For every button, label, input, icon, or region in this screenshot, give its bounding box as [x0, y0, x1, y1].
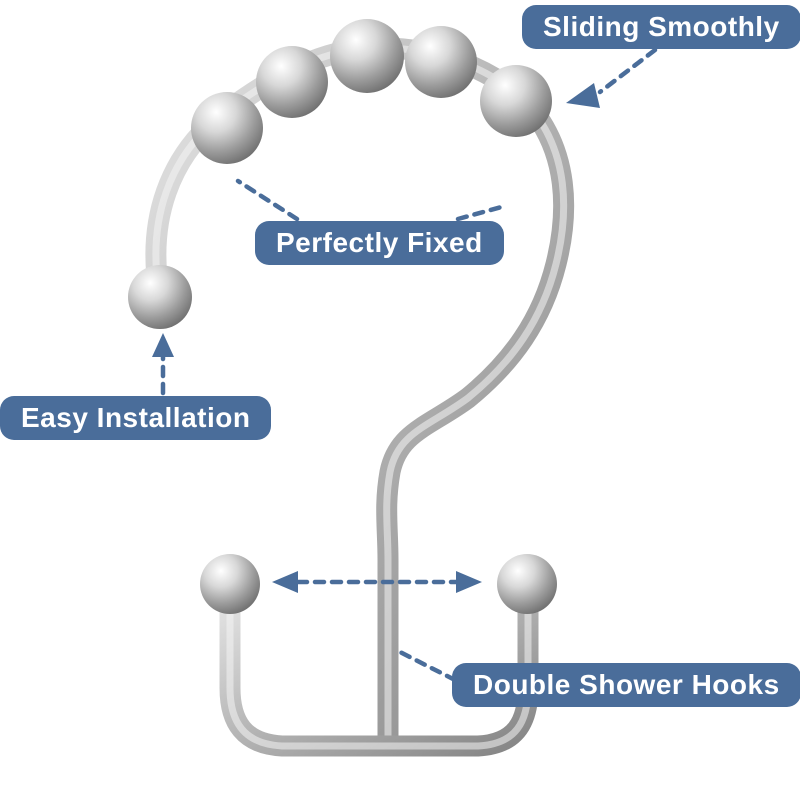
- annotation-double-shower-hooks: Double Shower Hooks: [452, 663, 800, 707]
- roller-ball: [256, 46, 328, 118]
- roller-ball: [405, 26, 477, 98]
- arrow-right-icon: [456, 571, 482, 593]
- arrow-left-icon: [272, 571, 298, 593]
- sliding-connector-line: [597, 47, 658, 95]
- bottom-hook-ball-left: [200, 554, 260, 614]
- roller-balls: [191, 19, 552, 164]
- fixed-connector-left: [235, 178, 300, 222]
- hook-wire-double-hook-highlight: [226, 592, 532, 750]
- end-ball: [128, 265, 192, 329]
- hooks-label-connector: [397, 649, 458, 683]
- roller-ball: [480, 65, 552, 137]
- roller-ball: [330, 19, 404, 93]
- annotation-connectors: [152, 47, 658, 683]
- arrow-up-icon: [152, 333, 174, 357]
- bottom-hook-ball-right: [497, 554, 557, 614]
- roller-ball: [191, 92, 263, 164]
- annotation-sliding-smoothly: Sliding Smoothly: [522, 5, 800, 49]
- annotation-perfectly-fixed: Perfectly Fixed: [255, 221, 504, 265]
- annotation-easy-installation: Easy Installation: [0, 396, 272, 440]
- fixed-connector-right: [455, 203, 508, 222]
- arrow-left-icon: [566, 83, 600, 108]
